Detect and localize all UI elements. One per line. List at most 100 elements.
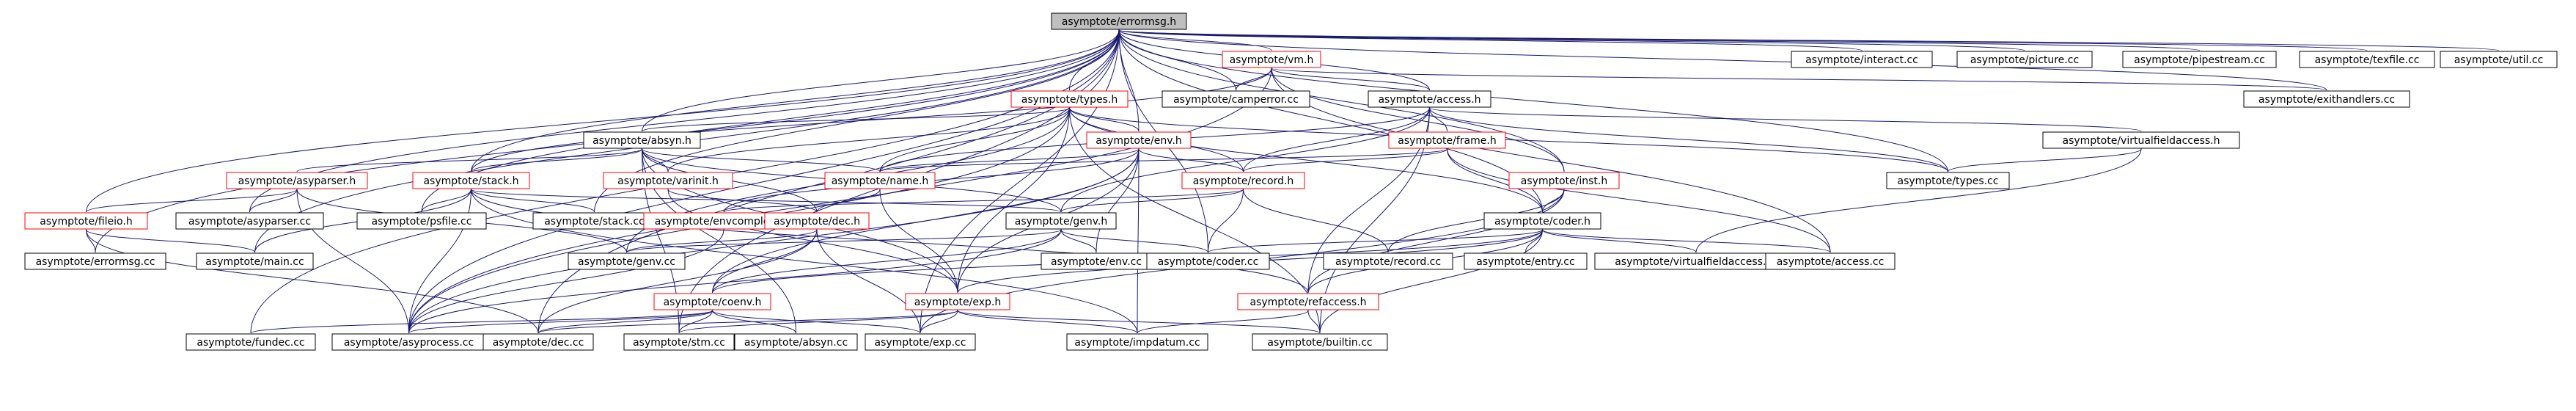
node-access-cc[interactable]: asymptote/access.cc <box>1765 252 1896 270</box>
node-frame-h[interactable]: asymptote/frame.h <box>1388 131 1506 149</box>
edge-exp-h-to-impdatum-cc <box>954 303 1138 334</box>
node-box <box>1051 12 1187 30</box>
edge-inst-h-to-record-cc <box>1387 182 1568 253</box>
node-env-cc[interactable]: asymptote/env.cc <box>1041 252 1152 270</box>
edge-exp-h-to-exp-cc <box>920 303 961 334</box>
node-absyn-h[interactable]: asymptote/absyn.h <box>583 131 701 149</box>
node-access-h[interactable]: asymptote/access.h <box>1368 90 1491 108</box>
node-genv-h[interactable]: asymptote/genv.h <box>1005 212 1117 230</box>
node-camperror-cc[interactable]: asymptote/camperror.cc <box>1162 90 1310 108</box>
node-stm-cc[interactable]: asymptote/stm.cc <box>623 333 735 351</box>
node-box <box>2299 51 2435 68</box>
node-dec-h[interactable]: asymptote/dec.h <box>764 212 870 230</box>
node-virtualfieldaccess-cc[interactable]: asymptote/virtualfieldaccess.cc <box>1594 252 1798 270</box>
node-main-cc[interactable]: asymptote/main.cc <box>196 252 314 270</box>
edge-errormsg-h-to-absyn-h <box>642 23 1123 132</box>
node-pipestream-cc[interactable]: asymptote/pipestream.cc <box>2122 51 2277 68</box>
edge-access-h-to-types-cc <box>1426 101 1948 172</box>
edge-virtualfieldaccess-h-to-types-cc <box>1948 142 2145 172</box>
node-dec-cc[interactable]: asymptote/dec.cc <box>482 333 594 351</box>
node-label: asymptote/stm.cc <box>633 337 725 349</box>
node-label: asymptote/absyn.cc <box>744 337 848 349</box>
node-label: asymptote/picture.cc <box>1970 54 2079 66</box>
edge-coenv-h-to-dec-cc <box>537 303 716 334</box>
node-exp-h[interactable]: asymptote/exp.h <box>905 293 1010 310</box>
node-entry-cc[interactable]: asymptote/entry.cc <box>1464 252 1588 270</box>
node-virtualfieldaccess-h[interactable]: asymptote/virtualfieldaccess.h <box>2042 131 2240 149</box>
node-record-h[interactable]: asymptote/record.h <box>1181 172 1305 189</box>
node-asyprocess-cc[interactable]: asymptote/asyprocess.cc <box>331 333 486 351</box>
edge-dec-h-to-genv-cc <box>626 222 821 253</box>
node-box <box>583 131 701 149</box>
node-stack-h[interactable]: asymptote/stack.h <box>412 172 530 189</box>
edge-errormsg-h-to-util-cc <box>1115 23 2499 51</box>
node-label: asymptote/access.h <box>1378 94 1480 106</box>
node-label: asymptote/exp.cc <box>875 337 966 349</box>
edge-asyparser-h-to-asyparser-cc <box>249 182 301 213</box>
node-errormsg-h: asymptote/errormsg.h <box>1051 12 1187 30</box>
node-envcompleter-h[interactable]: asymptote/envcompleter.h <box>643 212 804 230</box>
node-coenv-h[interactable]: asymptote/coenv.h <box>653 293 771 310</box>
edge-refaccess-h-to-builtin-cc <box>1304 303 1321 334</box>
node-label: asymptote/virtualfieldaccess.cc <box>1615 256 1777 268</box>
node-label: asymptote/asyparser.cc <box>188 216 311 228</box>
node-label: asymptote/absyn.h <box>592 135 691 147</box>
node-types-h[interactable]: asymptote/types.h <box>1010 90 1129 108</box>
node-refaccess-h[interactable]: asymptote/refaccess.h <box>1237 293 1379 310</box>
node-picture-cc[interactable]: asymptote/picture.cc <box>1956 51 2093 68</box>
edge-vm-h-to-exithandlers-cc <box>1268 61 2327 91</box>
node-box <box>905 293 1010 310</box>
node-label: asymptote/dec.cc <box>493 337 584 349</box>
node-varinit-h[interactable]: asymptote/varinit.h <box>603 172 733 189</box>
node-fundec-cc[interactable]: asymptote/fundec.cc <box>186 333 316 351</box>
node-label: asymptote/frame.h <box>1398 135 1496 147</box>
node-name-h[interactable]: asymptote/name.h <box>824 172 936 189</box>
node-exp-cc[interactable]: asymptote/exp.cc <box>865 333 976 351</box>
node-label: asymptote/exithandlers.cc <box>2258 94 2395 106</box>
node-stack-cc[interactable]: asymptote/stack.cc <box>532 212 656 230</box>
edge-errormsg-h-to-types-h <box>1069 23 1123 91</box>
node-label: asymptote/texfile.cc <box>2315 54 2420 66</box>
node-label: asymptote/asyprocess.cc <box>344 337 474 349</box>
node-fileio-h[interactable]: asymptote/fileio.h <box>24 212 148 230</box>
node-box <box>824 172 936 189</box>
edge-exp-h-to-dec-cc <box>537 303 961 334</box>
node-texfile-cc[interactable]: asymptote/texfile.cc <box>2299 51 2435 68</box>
node-coder-cc[interactable]: asymptote/coder.cc <box>1146 252 1270 270</box>
node-label: asymptote/refaccess.h <box>1250 297 1366 308</box>
node-box <box>1237 293 1379 310</box>
node-box <box>1791 51 1933 68</box>
node-label: asymptote/stack.h <box>423 175 518 187</box>
node-interact-cc[interactable]: asymptote/interact.cc <box>1791 51 1933 68</box>
edge-inst-h-to-refaccess-h <box>1307 182 1568 294</box>
node-label: asymptote/name.h <box>832 175 929 187</box>
node-box <box>1181 172 1305 189</box>
node-inst-h[interactable]: asymptote/inst.h <box>1508 172 1620 189</box>
node-asyparser-cc[interactable]: asymptote/asyparser.cc <box>175 212 324 230</box>
node-absyn-cc[interactable]: asymptote/absyn.cc <box>734 333 858 351</box>
node-label: asymptote/record.cc <box>1335 256 1441 268</box>
node-types-cc[interactable]: asymptote/types.cc <box>1886 172 2010 189</box>
node-genv-cc[interactable]: asymptote/genv.cc <box>568 252 686 270</box>
node-errormsg-cc[interactable]: asymptote/errormsg.cc <box>24 252 166 270</box>
edge-stack-h-to-asyprocess-cc <box>408 182 474 334</box>
node-label: asymptote/record.h <box>1193 175 1294 187</box>
edge-vm-h-to-inst-h <box>1268 61 1565 172</box>
edge-types-h-to-types-cc <box>1066 101 1948 172</box>
node-exithandlers-cc[interactable]: asymptote/exithandlers.cc <box>2243 90 2410 108</box>
node-coder-h[interactable]: asymptote/coder.h <box>1483 212 1601 230</box>
node-util-cc[interactable]: asymptote/util.cc <box>2440 51 2558 68</box>
node-builtin-cc[interactable]: asymptote/builtin.cc <box>1252 333 1388 351</box>
node-vm-h[interactable]: asymptote/vm.h <box>1222 51 1321 68</box>
node-label: asymptote/fileio.h <box>40 216 132 228</box>
node-box <box>2440 51 2558 68</box>
node-record-cc[interactable]: asymptote/record.cc <box>1323 252 1453 270</box>
edge-genv-h-to-genv-cc <box>626 222 1065 253</box>
node-psfile-cc[interactable]: asymptote/psfile.cc <box>356 212 487 230</box>
node-env-h[interactable]: asymptote/env.h <box>1086 131 1192 149</box>
node-impdatum-cc[interactable]: asymptote/impdatum.cc <box>1066 333 1208 351</box>
node-box <box>603 172 733 189</box>
node-asyparser-h[interactable]: asymptote/asyparser.h <box>226 172 368 189</box>
edge-frame-h-to-record-h <box>1243 142 1450 172</box>
